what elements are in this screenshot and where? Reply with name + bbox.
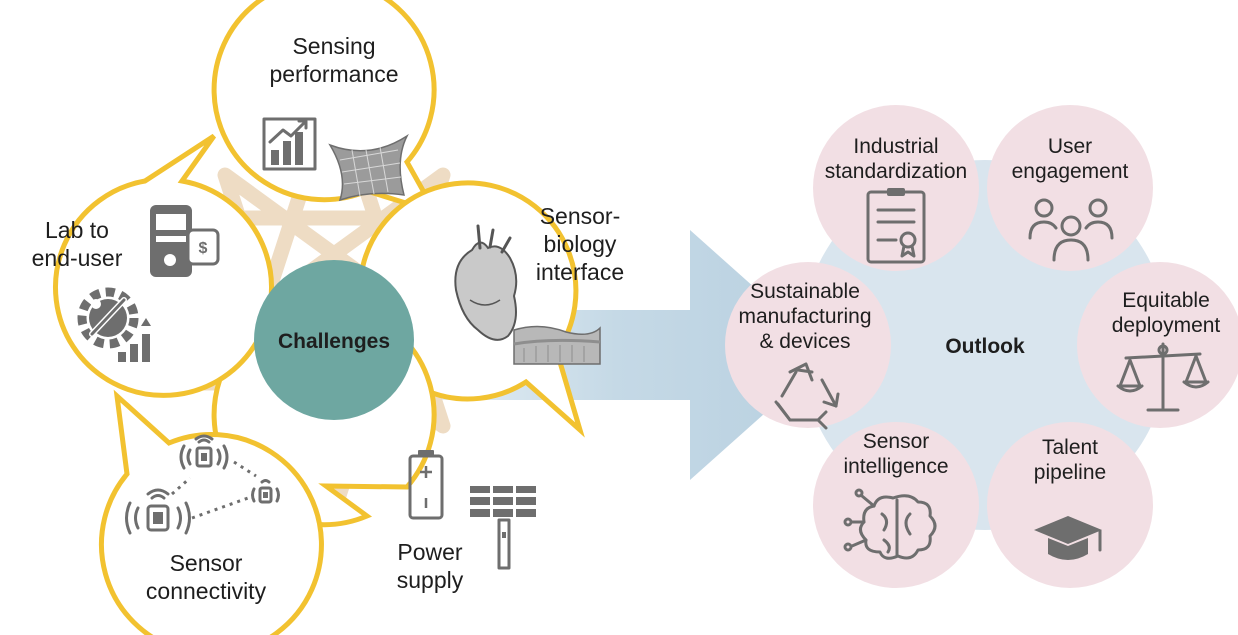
outlook-node-label: standardization: [825, 160, 967, 183]
solar-panel-icon: [470, 486, 536, 570]
outlook-node-label: deployment: [1112, 314, 1221, 337]
heart-icon: [454, 224, 518, 341]
wearable-device-icon: $: [150, 205, 220, 277]
petal-label: Sensing: [292, 33, 375, 59]
outlook-node-label: manufacturing: [738, 305, 871, 328]
battery-icon: [408, 450, 444, 520]
svg-text:$: $: [199, 240, 208, 257]
gear-wrench-icon: [77, 287, 139, 349]
mesh-icon: [328, 133, 409, 202]
outlook-node-label: & devices: [759, 330, 850, 353]
petal-label: connectivity: [146, 578, 267, 604]
outlook-node-label: Sensor: [863, 430, 930, 453]
outlook-node-label: Sustainable: [750, 280, 860, 303]
challenges-center: Challenges: [254, 260, 414, 420]
certificate-icon: [866, 188, 926, 264]
growth-chart-icon: [118, 318, 151, 362]
outlook-node-label: Talent: [1042, 436, 1098, 459]
outlook-node-label: User: [1048, 135, 1092, 158]
wireless-sensor-icon: [125, 488, 191, 535]
petal-label: Sensor: [170, 550, 243, 576]
petal-label: biology: [544, 231, 617, 257]
graduation-cap-icon: [1034, 516, 1102, 560]
challenges-center-label: Challenges: [278, 330, 390, 353]
petal-label: Sensor-: [540, 203, 621, 229]
petal-label: supply: [397, 567, 464, 593]
outlook-node-label: pipeline: [1034, 461, 1106, 484]
petal-label: end-user: [32, 245, 123, 271]
transition-arrow: [400, 230, 830, 480]
wireless-sensor-icon: [179, 434, 229, 470]
petal-label: performance: [269, 61, 398, 87]
outlook-node-label: Industrial: [853, 135, 938, 158]
bar-chart-icon: [262, 117, 317, 171]
connection-dots: [171, 460, 257, 520]
petal-label: Lab to: [45, 217, 109, 243]
skin-layer-icon: [513, 325, 601, 365]
users-icon: [1028, 198, 1114, 262]
outlook-node-label: Equitable: [1122, 289, 1210, 312]
petal-label: Power: [397, 539, 463, 565]
petal-label: interface: [536, 259, 624, 285]
wireless-sensor-icon: [251, 479, 280, 504]
brain-circuit-icon: [843, 488, 937, 560]
outlook-node-label: intelligence: [843, 455, 948, 478]
outlook-node-label: engagement: [1012, 160, 1129, 183]
scales-icon: [1116, 342, 1210, 412]
outlook-center-label: Outlook: [945, 335, 1025, 358]
recycle-icon: [774, 362, 840, 430]
